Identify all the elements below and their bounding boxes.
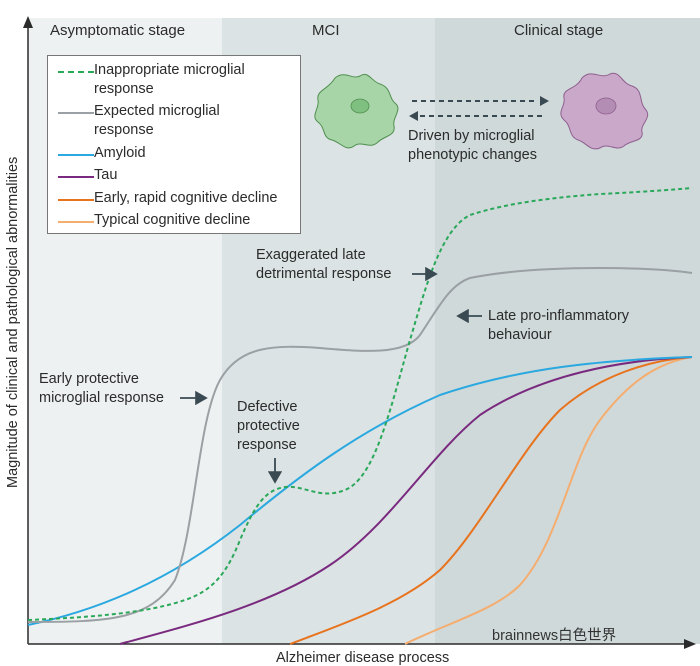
annotation-early-protective: Early protective microglial response — [39, 371, 164, 406]
legend-label-tau: Tau — [94, 167, 118, 183]
curve-typical-cognitive-decline — [404, 356, 693, 645]
y-axis-label: Magnitude of clinical and pathological a… — [5, 156, 21, 488]
legend: Inappropriate microglial response Expect… — [47, 55, 301, 234]
legend-label-typical: Typical cognitive decline — [94, 212, 251, 228]
legend-swatch-expected — [58, 112, 94, 114]
stage-label-clinical: Clinical stage — [514, 22, 604, 39]
double-arrow-icon — [409, 96, 549, 121]
legend-label-amyloid: Amyloid — [94, 145, 146, 161]
microglia-resting-icon — [314, 73, 399, 149]
stage-label-asymptomatic: Asymptomatic stage — [50, 22, 186, 39]
legend-label-expected: Expected microglial response — [94, 103, 220, 138]
legend-swatch-inappropriate — [58, 71, 94, 73]
legend-label-early-rapid: Early, rapid cognitive decline — [94, 190, 278, 206]
legend-swatch-tau — [58, 176, 94, 178]
watermark: brainnews白色世界 — [492, 628, 617, 644]
annotation-defective-protective: Defective protective response — [237, 399, 300, 453]
microglia-activated-icon — [560, 72, 649, 150]
annotation-exaggerated: Exaggerated late detrimental response — [256, 247, 392, 282]
legend-swatch-amyloid — [58, 154, 94, 156]
curve-amyloid — [27, 356, 693, 626]
x-axis-label: Alzheimer disease process — [276, 650, 450, 666]
annotation-phenotype-change: Driven by microglial phenotypic changes — [408, 128, 537, 163]
annotation-late-proinflammatory: Late pro-inflammatory behaviour — [488, 308, 630, 343]
curve-early-rapid-cognitive-decline — [289, 356, 693, 645]
x-axis-arrow-icon — [684, 639, 696, 649]
stage-label-mci: MCI — [312, 22, 340, 39]
y-axis-arrow-icon — [23, 16, 33, 28]
legend-label-inappropriate: Inappropriate microglial response — [94, 62, 245, 97]
curve-tau — [119, 356, 693, 645]
legend-swatch-typical — [58, 221, 94, 223]
curve-expected-microglial-response — [27, 266, 693, 623]
legend-swatch-early-rapid — [58, 199, 94, 201]
curve-inappropriate-microglial-response — [27, 187, 693, 621]
